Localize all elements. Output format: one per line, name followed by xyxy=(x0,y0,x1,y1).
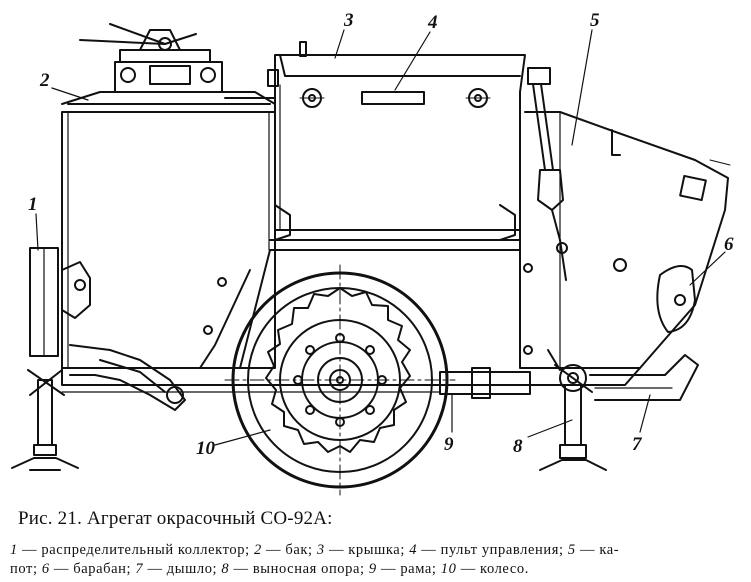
callout-2: 2 xyxy=(39,70,50,91)
figure-title: Рис. 21. Агрегат окрасочный СО-92А: xyxy=(18,508,333,529)
drum xyxy=(656,265,696,333)
machine-drawing: 1 2 3 4 5 6 7 8 9 10 xyxy=(11,10,734,496)
legend-line-1: 1 — распределительный коллектор; 2 — бак… xyxy=(10,541,740,560)
legend-item: пот; xyxy=(10,561,42,577)
legend-item: 8 — выносная опора; xyxy=(221,561,369,577)
control-cable xyxy=(527,67,568,281)
legend-item: 7 — дышло; xyxy=(135,561,222,577)
callout-7: 7 xyxy=(632,434,643,455)
frame xyxy=(61,367,531,399)
tank-valve xyxy=(79,23,276,99)
legend-item: 1 — распределительный коллектор; xyxy=(10,542,254,558)
legend-item: 9 — рама; xyxy=(368,561,441,577)
callout-6: 6 xyxy=(724,234,734,255)
legend-item: 3 — крышка; xyxy=(316,542,410,558)
legend-item: 10 — колесо. xyxy=(440,561,529,577)
distribution-collector xyxy=(29,247,186,411)
callout-10: 10 xyxy=(196,438,216,459)
wheel xyxy=(224,264,456,496)
leader-lines xyxy=(35,29,726,446)
hood xyxy=(519,111,731,371)
callout-9: 9 xyxy=(444,434,454,455)
legend-item: 5 — ка- xyxy=(567,542,620,558)
callout-8: 8 xyxy=(513,436,523,457)
legend-line-2: пот; 6 — барабан; 7 — дышло; 8 — выносна… xyxy=(10,560,740,579)
control-cabinet xyxy=(267,41,526,241)
figure-legend: 1 — распределительный коллектор; 2 — бак… xyxy=(10,541,740,579)
drawbar xyxy=(589,354,699,401)
legend-item: 6 — барабан; xyxy=(41,561,136,577)
callout-3: 3 xyxy=(343,10,354,31)
callout-5: 5 xyxy=(590,10,600,31)
callout-4: 4 xyxy=(427,12,438,33)
lower-housing xyxy=(61,229,641,386)
front-support xyxy=(11,369,79,471)
outrigger-support xyxy=(539,349,607,471)
legend-item: 4 — пульт управления; xyxy=(409,542,568,558)
callout-1: 1 xyxy=(28,194,38,215)
legend-item: 2 — бак; xyxy=(253,542,317,558)
tank xyxy=(61,91,276,369)
